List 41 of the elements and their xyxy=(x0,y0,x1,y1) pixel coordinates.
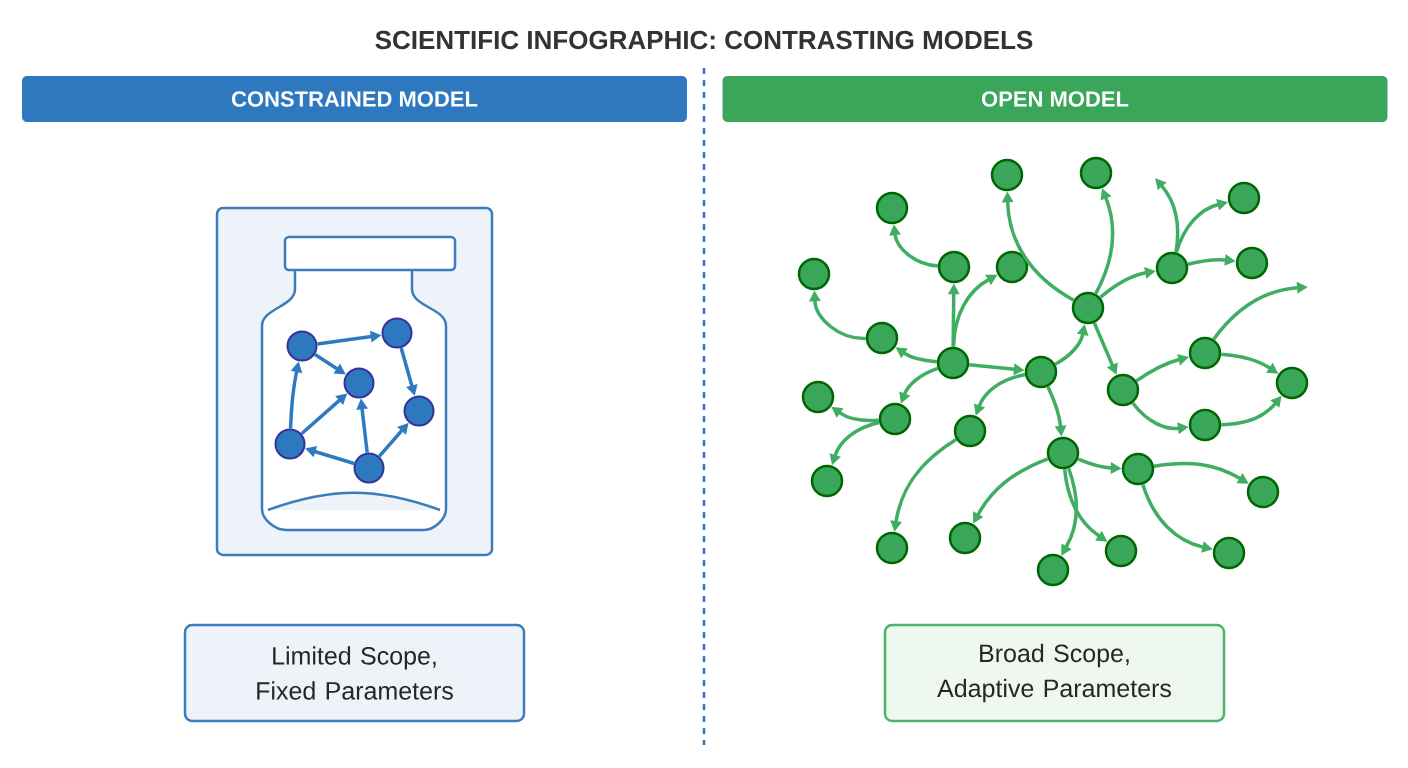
network-node xyxy=(1246,475,1280,509)
network-node xyxy=(1212,536,1246,570)
network-node xyxy=(1235,246,1269,280)
network-node xyxy=(274,428,306,460)
arrow xyxy=(1155,178,1180,253)
network-node xyxy=(381,317,413,349)
network-node xyxy=(875,531,909,565)
network-node xyxy=(1188,408,1222,442)
network-node xyxy=(1024,355,1058,389)
network-node xyxy=(1106,373,1140,407)
network-node xyxy=(1121,452,1155,486)
network-node xyxy=(1036,553,1070,587)
network-node xyxy=(948,521,982,555)
network-node xyxy=(801,380,835,414)
network-node xyxy=(865,321,899,355)
network-node xyxy=(286,330,318,362)
network-node xyxy=(990,158,1024,192)
network-node xyxy=(1079,156,1113,190)
network-node xyxy=(878,402,912,436)
title: SCIENTIFIC INFOGRAPHIC: CONTRASTING MODELS xyxy=(375,30,1033,50)
network-node xyxy=(936,346,970,380)
caption-box: Broad Scope, Adaptive Parameters xyxy=(883,623,1226,723)
network-node xyxy=(1227,181,1261,215)
network-node xyxy=(353,452,385,484)
network-node xyxy=(810,464,844,498)
header-band: CONSTRAINED MODEL xyxy=(22,76,687,122)
network-node xyxy=(1188,336,1222,370)
network-node xyxy=(1046,436,1080,470)
network-node xyxy=(1155,251,1189,285)
network-node xyxy=(875,191,909,225)
network-node xyxy=(1275,366,1309,400)
network-node xyxy=(403,395,435,427)
network-node xyxy=(343,367,375,399)
network-node xyxy=(995,250,1029,284)
header-band: OPEN MODEL xyxy=(722,76,1388,122)
network-node xyxy=(797,257,831,291)
caption-box: Limited Scope, Fixed Parameters xyxy=(183,623,526,723)
network-node xyxy=(1071,291,1105,325)
network-node xyxy=(1104,534,1138,568)
network-node xyxy=(953,414,987,448)
network-node xyxy=(937,250,971,284)
